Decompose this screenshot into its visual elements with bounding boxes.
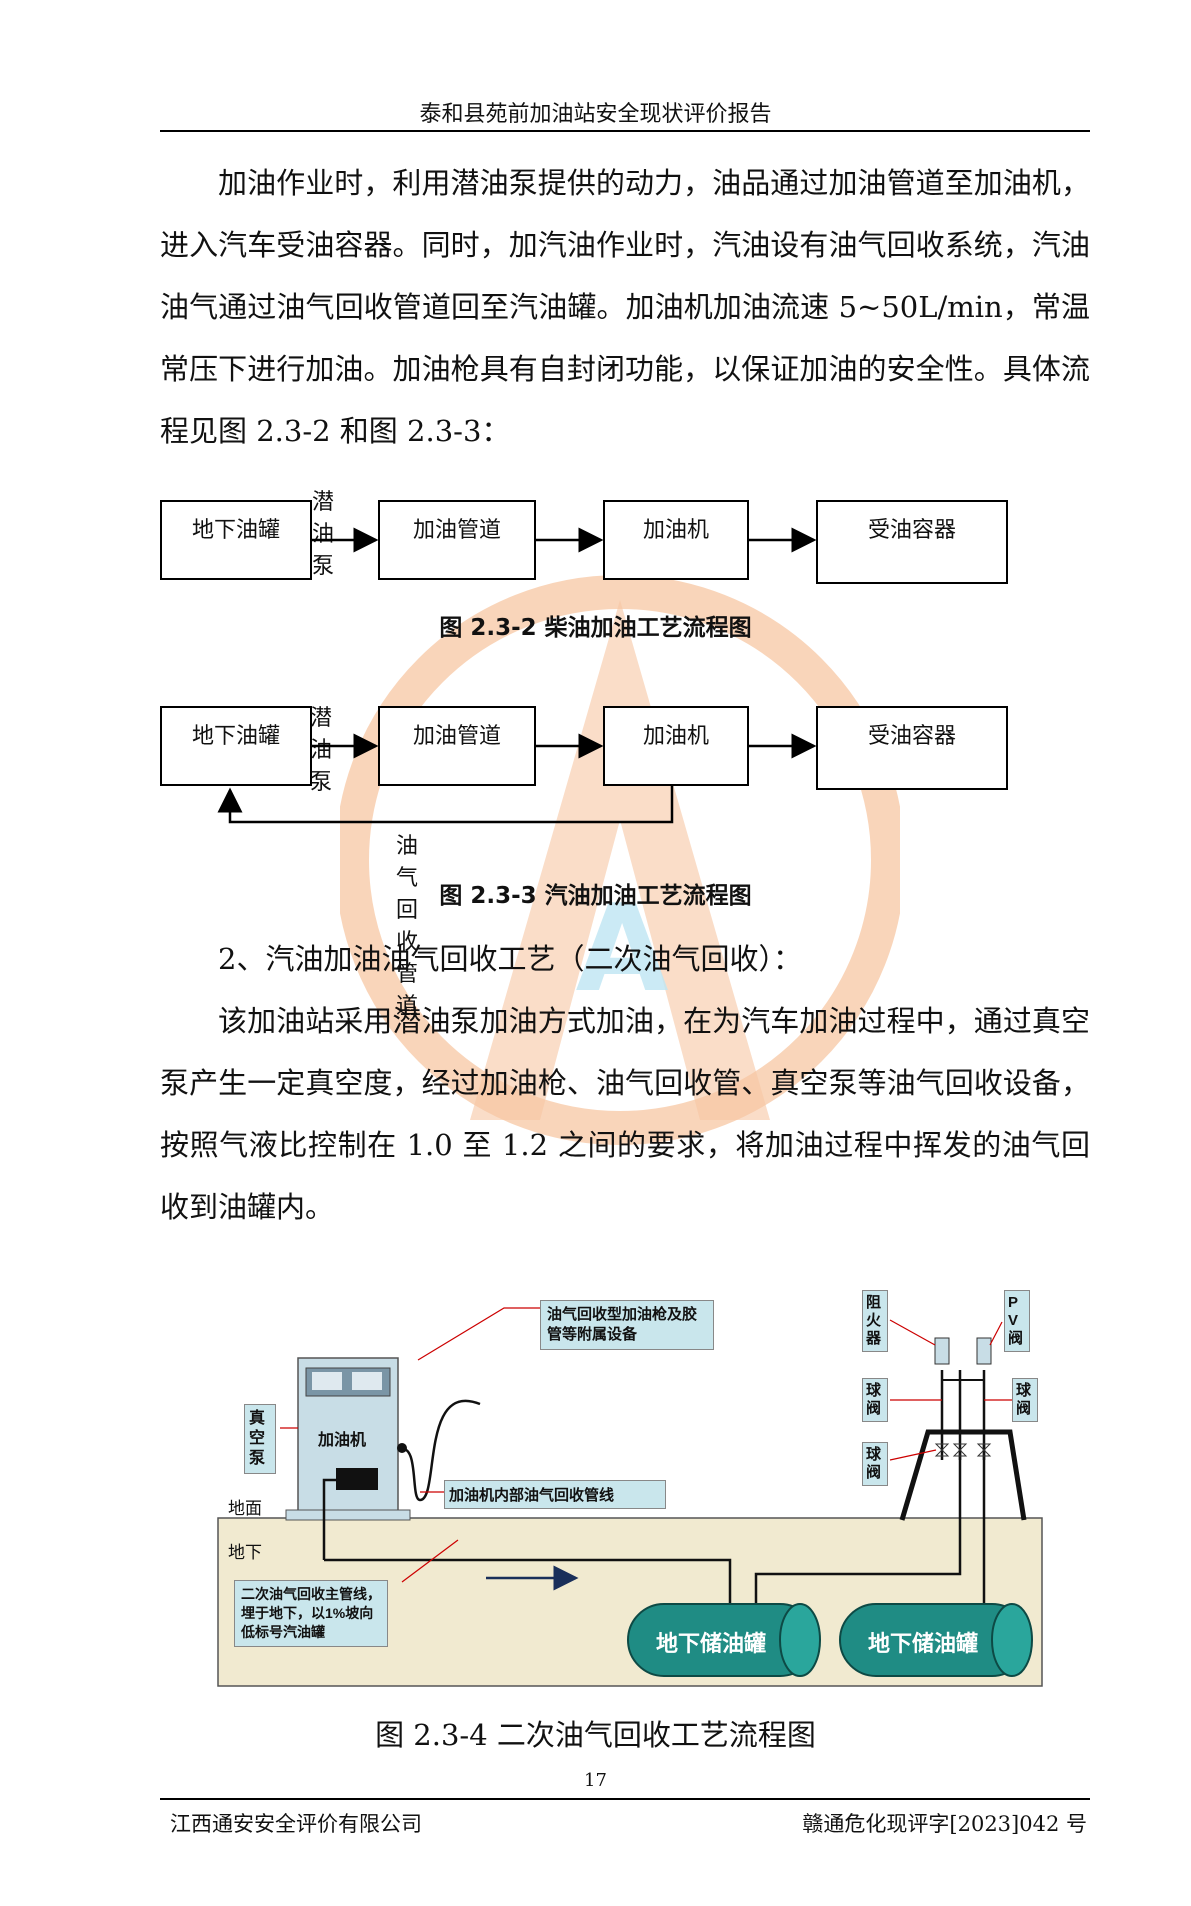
flow2-box-tank: 地下油罐 — [160, 706, 312, 786]
ground-label: 地面 — [228, 1499, 262, 1518]
paragraph-process-intro: 加油作业时，利用潜油泵提供的动力，油品通过加油管道至加油机，进入汽车受油容器。同… — [160, 166, 1090, 448]
ball-valve-label-3: 球阀 — [862, 1442, 888, 1486]
tank1-label: 地下储油罐 — [656, 1631, 767, 1656]
page-number: 17 — [584, 1770, 607, 1791]
storage-tank-2 — [839, 1603, 1033, 1677]
footer-doc-number: 赣通危化现评字[2023]042 号 — [802, 1812, 1087, 1836]
flow1-box-pipe: 加油管道 — [378, 500, 536, 580]
document-header-title: 泰和县苑前加油站安全现状评价报告 — [419, 102, 772, 127]
flow1-box-receiver: 受油容器 — [816, 500, 1008, 584]
vacuum-pump-box — [336, 1468, 378, 1490]
diagram-caption: 图 2.3-4 二次油气回收工艺流程图 — [375, 1718, 816, 1752]
flow2-caption: 图 2.3-3 汽油加油工艺流程图 — [439, 883, 752, 909]
svg-text:A: A — [576, 880, 669, 1019]
flow2-box-receiver: 受油容器 — [816, 706, 1008, 790]
flow1-box-tank: 地下油罐 — [160, 500, 312, 580]
section-heading-vapor-recovery: 2、汽油加油油气回收工艺（二次油气回收）： — [218, 942, 802, 976]
vacuum-pump-label: 真空泵 — [244, 1404, 276, 1474]
dispenser-label: 加油机 — [318, 1432, 367, 1449]
nozzle-callout: 油气回收型加油枪及胶管等附属设备 — [540, 1300, 714, 1350]
flow2-box-dispenser: 加油机 — [603, 706, 749, 786]
header-rule — [160, 130, 1090, 132]
tank2-label: 地下储油罐 — [868, 1631, 979, 1656]
ball-valve-label-1: 球阀 — [862, 1378, 888, 1422]
pv-valve-device — [976, 1337, 992, 1365]
flame-arrester-device — [934, 1337, 950, 1365]
flow2-box-pipe: 加油管道 — [378, 706, 536, 786]
paragraph-vapor-recovery: 该加油站采用潜油泵加油方式加油，在为汽车加油过程中，通过真空泵产生一定真空度，经… — [160, 1004, 1090, 1224]
underground-label: 地下 — [228, 1543, 262, 1562]
flow2-pump-label: 潜油泵 — [310, 706, 333, 795]
footer-rule — [160, 1798, 1090, 1800]
main-pipe-callout: 二次油气回收主管线，埋于地下，以1%坡向低标号汽油罐 — [234, 1580, 388, 1647]
storage-tank-1 — [627, 1603, 821, 1677]
pv-valve-label: PV阀 — [1004, 1290, 1030, 1352]
flow2-arrows — [217, 733, 817, 824]
flow1-arrows — [312, 527, 817, 553]
watermark-logo: A — [340, 575, 900, 1145]
flame-arrester-label: 阻火器 — [862, 1290, 888, 1352]
inner-line-callout: 加油机内部油气回收管线 — [444, 1480, 666, 1509]
flow2-return-label: 油气回收管道 — [396, 834, 419, 1019]
flow1-caption: 图 2.3-2 柴油加油工艺流程图 — [439, 615, 752, 641]
flow1-box-dispenser: 加油机 — [603, 500, 749, 580]
ball-valve-label-2: 球阀 — [1012, 1378, 1038, 1422]
footer-company: 江西通安安全评价有限公司 — [170, 1812, 422, 1836]
